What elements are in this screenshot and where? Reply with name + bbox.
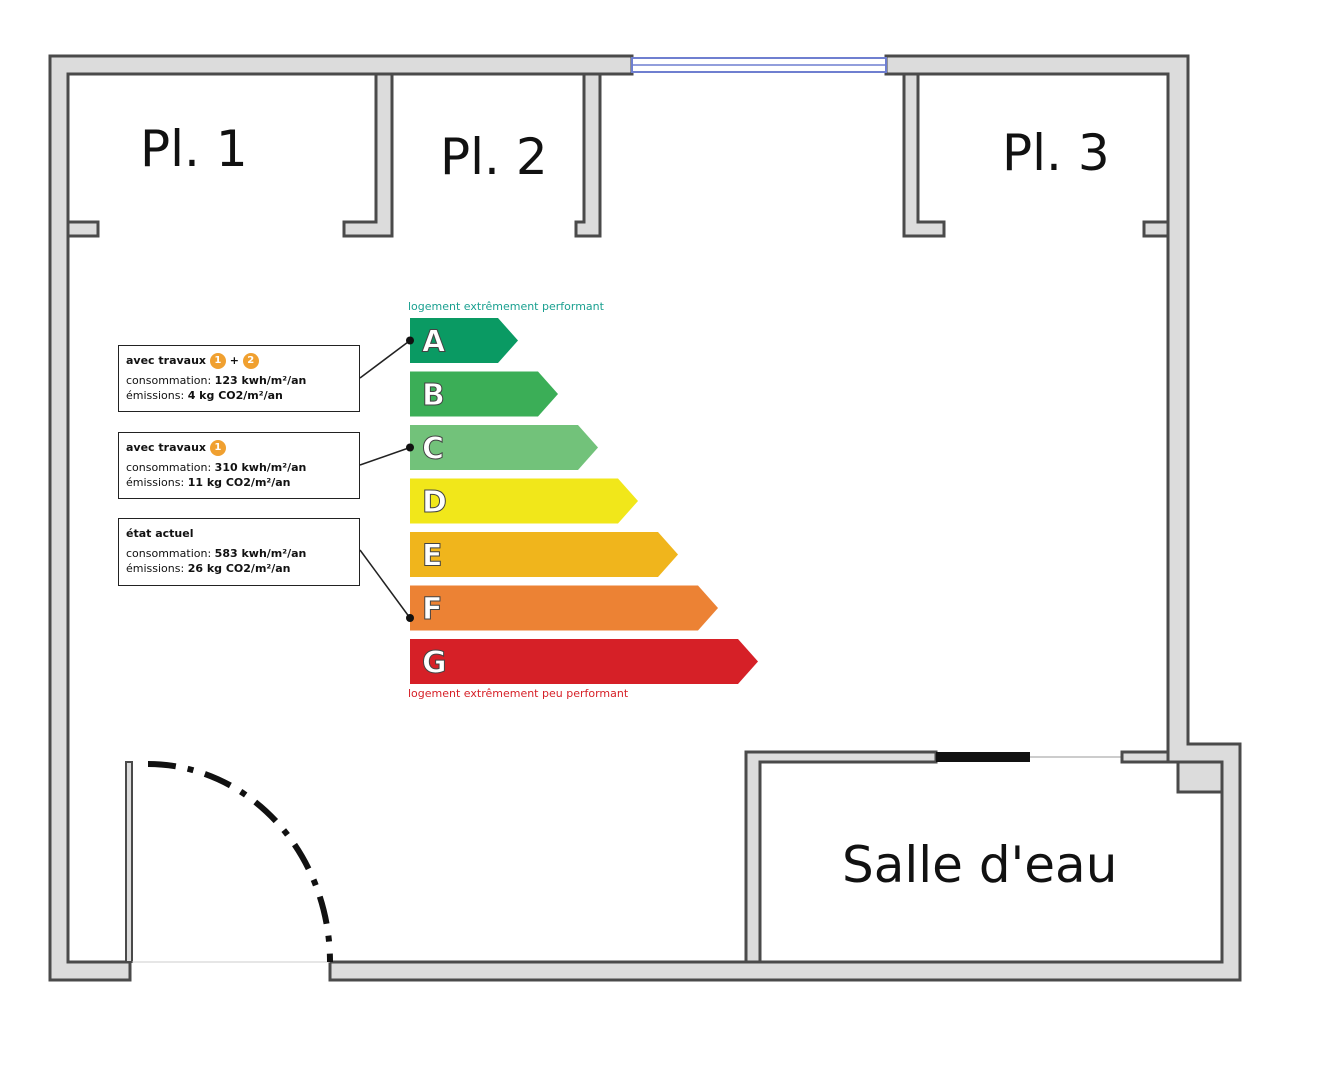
energy-class-f-bar	[410, 585, 718, 631]
scenario-box-current-state: état actuel consommation: 583 kwh/m²/an …	[118, 518, 360, 586]
energy-class-e-bar	[410, 532, 678, 577]
energy-class-c-bar	[410, 425, 598, 470]
room-label-salle-eau: Salle d'eau	[842, 836, 1118, 894]
scenario-box-works-1-2: avec travaux 1 + 2 consommation: 123 kwh…	[118, 345, 360, 412]
closet-wall-1	[342, 72, 394, 238]
connector-line	[359, 446, 411, 466]
connector-dot	[406, 614, 414, 622]
scenario-title: état actuel	[126, 527, 194, 540]
door-swing-arc	[147, 761, 333, 963]
connector-dot	[406, 336, 414, 345]
energy-class-c-letter: C	[422, 432, 444, 467]
room-label-pl1: Pl. 1	[140, 120, 248, 178]
bathroom-wall-right	[1120, 750, 1170, 764]
energy-class-b-bar	[410, 371, 558, 417]
emissions-row: émissions: 4 kg CO2/m²/an	[126, 389, 283, 402]
energy-class-g-letter: G	[422, 646, 447, 681]
closet-wall-2	[574, 72, 602, 238]
energy-class-b-letter: B	[422, 378, 445, 413]
bathroom-door-panel	[936, 752, 1030, 762]
consumption-row: consommation: 123 kwh/m²/an	[126, 374, 307, 387]
connector-line	[359, 549, 411, 619]
badge-step-2: 2	[242, 353, 259, 369]
badge-step-1: 1	[209, 353, 226, 369]
energy-class-e-letter: E	[422, 539, 443, 574]
energy-class-g-bar	[410, 639, 758, 684]
scenario-box-works-1: avec travaux 1 consommation: 310 kwh/m²/…	[118, 432, 360, 499]
energy-class-d-bar	[410, 478, 638, 524]
consumption-row: consommation: 310 kwh/m²/an	[126, 461, 307, 474]
badge-step-1: 1	[209, 440, 226, 456]
scenario-title: avec travaux 1	[126, 438, 352, 458]
connector-line	[359, 339, 411, 379]
duct-shaft	[1176, 760, 1224, 794]
closet-stub-right	[1142, 220, 1170, 238]
emissions-row: émissions: 11 kg CO2/m²/an	[126, 476, 291, 489]
consumption-row: consommation: 583 kwh/m²/an	[126, 547, 307, 560]
closet-wall-3	[902, 72, 946, 238]
energy-class-a-bar	[410, 318, 518, 363]
door-jamb	[125, 761, 133, 963]
energy-class-a-letter: A	[422, 325, 446, 360]
dpe-top-caption: logement extrêmement performant	[408, 300, 604, 313]
connector-dot	[406, 443, 414, 452]
dpe-bottom-caption: logement extrêmement peu performant	[408, 687, 629, 700]
scenario-title: avec travaux 1 + 2	[126, 351, 352, 371]
energy-class-d-letter: D	[422, 485, 447, 520]
emissions-row: émissions: 26 kg CO2/m²/an	[126, 562, 291, 575]
walls	[48, 54, 1242, 982]
energy-class-f-letter: F	[422, 592, 443, 627]
room-label-pl3: Pl. 3	[1002, 124, 1110, 182]
room-label-pl2: Pl. 2	[440, 128, 548, 186]
closet-stub-left	[66, 220, 100, 238]
connector-lines	[359, 336, 414, 622]
